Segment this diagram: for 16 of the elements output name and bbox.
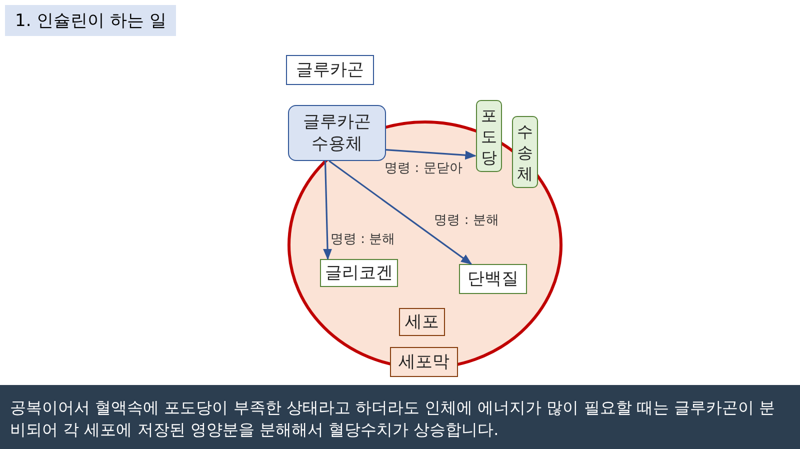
arrow xyxy=(323,160,332,260)
edge-label: 명령 : 분해 xyxy=(330,231,396,248)
transporter-box: 포도당 xyxy=(476,100,502,172)
transporter-box: 수송체 xyxy=(512,116,538,188)
title-banner: 1. 인슐린이 하는 일 xyxy=(5,5,176,36)
membrane-label-box: 세포막 xyxy=(390,347,458,377)
arrow xyxy=(386,149,476,160)
protein-box: 단백질 xyxy=(459,264,527,294)
glycogen-box: 글리코겐 xyxy=(320,259,398,287)
caption-bar: 공복이어서 혈액속에 포도당이 부족한 상태라고 하더라도 인체에 에너지가 많이 필요할 때는 글루카곤이 분비되어 각 세포에 저장된 영양분을 분해해서 혈당수치가 상승합니다. xyxy=(0,385,800,449)
cell-label-box: 세포 xyxy=(399,308,445,336)
arrow xyxy=(328,160,472,265)
receptor-box: 글루카곤 수용체 xyxy=(288,105,386,161)
edge-label: 명령 : 문닫아 xyxy=(384,160,462,177)
edge-label: 명령 : 분해 xyxy=(434,212,499,228)
hormone-box: 글루카곤 xyxy=(286,55,374,85)
